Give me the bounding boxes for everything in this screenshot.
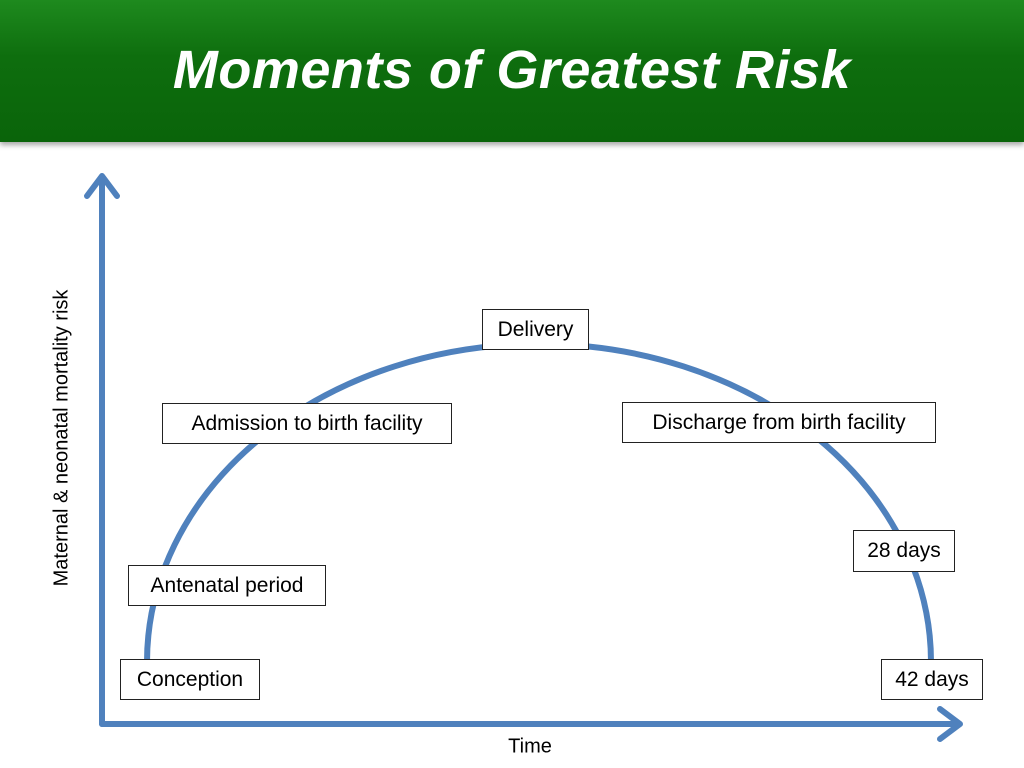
x-axis-arrowhead (937, 706, 963, 742)
milestone-admission: Admission to birth facility (162, 403, 452, 444)
milestone-conception: Conception (120, 659, 260, 700)
slide-title: Moments of Greatest Risk (172, 40, 852, 100)
x-axis-label: Time (508, 735, 552, 758)
milestone-discharge: Discharge from birth facility (622, 402, 936, 443)
y-axis-arrowhead (84, 173, 120, 199)
milestone-42-days: 42 days (881, 659, 983, 700)
milestone-delivery: Delivery (482, 309, 589, 350)
y-axis-label: Maternal & neonatal mortality risk (50, 289, 73, 587)
risk-curve (144, 341, 934, 665)
title-bar: Moments of Greatest Risk (0, 0, 1024, 142)
milestone-antenatal: Antenatal period (128, 565, 326, 606)
milestone-28-days: 28 days (853, 530, 955, 572)
